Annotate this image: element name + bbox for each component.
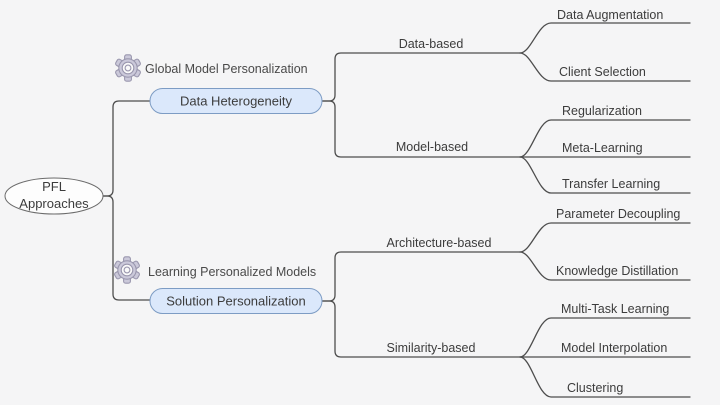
connectors xyxy=(102,22,691,398)
gear-icon xyxy=(114,54,142,82)
edge-leaf-data-augmentation xyxy=(519,22,691,54)
edge-leaf-parameter-decoupling xyxy=(519,222,691,253)
leaf-clustering: Clustering xyxy=(567,381,623,395)
edge-leaf-regularization xyxy=(519,119,691,158)
edge-to-data-based xyxy=(321,52,521,102)
subbranch-label-data-based: Data-based xyxy=(399,37,464,51)
leaf-data-augmentation: Data Augmentation xyxy=(557,8,663,22)
edge-leaf-transfer-learning xyxy=(519,156,691,194)
branch-data-heterogeneity: Global Model Personalization Data Hetero… xyxy=(114,8,663,191)
leaf-parameter-decoupling: Parameter Decoupling xyxy=(556,207,680,221)
gear-icon xyxy=(113,256,141,284)
subbranch-label-similarity-based: Similarity-based xyxy=(387,341,476,355)
edge-leaf-clustering xyxy=(519,356,691,398)
edge-to-model-based xyxy=(321,100,521,158)
branch-annotation: Global Model Personalization xyxy=(145,62,308,76)
leaf-transfer-learning: Transfer Learning xyxy=(562,177,660,191)
leaf-client-selection: Client Selection xyxy=(559,65,646,79)
leaf-model-interpolation: Model Interpolation xyxy=(561,341,667,355)
leaf-meta-learning: Meta-Learning xyxy=(562,141,643,155)
leaf-regularization: Regularization xyxy=(562,104,642,118)
branch-annotation: Learning Personalized Models xyxy=(148,265,316,279)
leaf-multi-task-learning: Multi-Task Learning xyxy=(561,302,669,316)
node-label: Data Heterogeneity xyxy=(180,94,293,109)
edge-leaf-multi-task-learning xyxy=(519,317,691,358)
node-label: Solution Personalization xyxy=(166,294,305,309)
edge-root-to-solution-personalization xyxy=(102,195,151,301)
edge-leaf-client-selection xyxy=(519,52,691,82)
root-label-line1: PFL xyxy=(42,179,66,194)
subbranch-label-architecture-based: Architecture-based xyxy=(387,236,492,250)
branch-solution-personalization: Learning Personalized Models Solution Pe… xyxy=(113,207,680,395)
root-label-line2: Approaches xyxy=(19,196,89,211)
edge-leaf-knowledge-distillation xyxy=(519,251,691,281)
root-ellipse xyxy=(4,177,104,215)
edge-to-similarity-based xyxy=(321,300,521,358)
subbranch-label-model-based: Model-based xyxy=(396,140,468,154)
node-solution-personalization xyxy=(149,288,323,314)
node-data-heterogeneity xyxy=(149,88,323,114)
leaf-knowledge-distillation: Knowledge Distillation xyxy=(556,264,678,278)
edge-root-to-data-heterogeneity xyxy=(102,100,151,197)
root-node: PFL Approaches xyxy=(4,177,104,215)
edge-to-architecture-based xyxy=(321,251,521,302)
